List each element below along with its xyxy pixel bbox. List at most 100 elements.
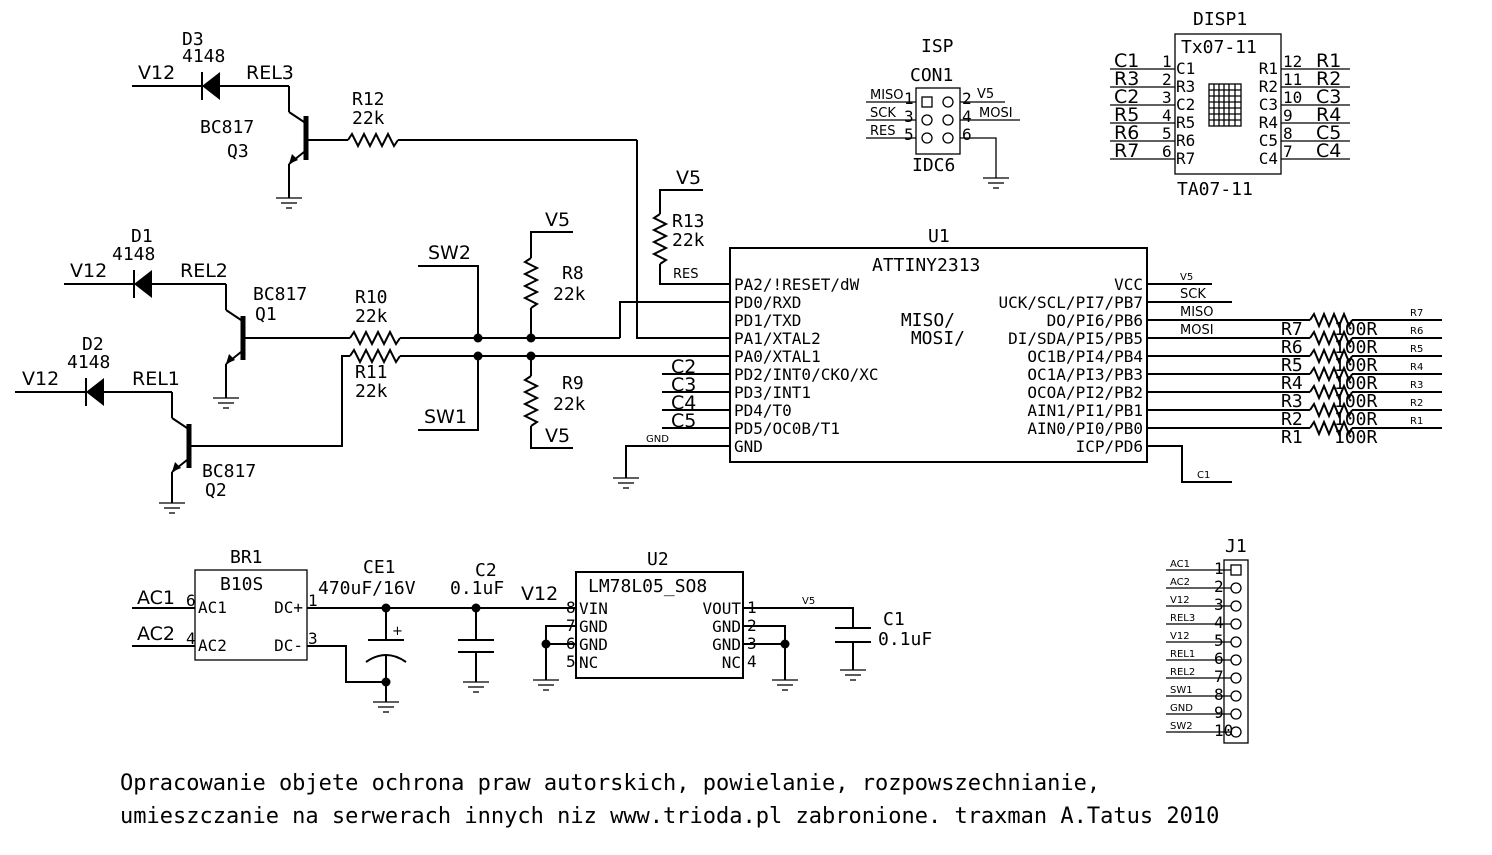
j1-net: REL2 bbox=[1170, 667, 1195, 678]
j1-net: V12 bbox=[1170, 631, 1190, 642]
u1-left-net: C5 bbox=[671, 410, 696, 432]
u1-left-net: C4 bbox=[671, 392, 696, 414]
isp-net-sck: SCK bbox=[870, 106, 896, 121]
u1-right-pin: OC1B/PI4/PB4 bbox=[1027, 347, 1143, 366]
reset-pullup: V5 R13 22k RES bbox=[651, 167, 730, 285]
q2-ref: Q2 bbox=[205, 480, 227, 501]
br1-pin-ac2: AC2 bbox=[198, 636, 227, 655]
disp-left-num: 6 bbox=[1162, 142, 1172, 161]
u1-left-pin: PA0/XTAL1 bbox=[734, 347, 821, 366]
resistor-r1 bbox=[1309, 419, 1353, 437]
isp-pin-num: 5 bbox=[904, 125, 914, 144]
u1-mosi-alt: MOSI/ bbox=[911, 328, 965, 349]
net-ac2: AC2 bbox=[137, 623, 175, 645]
disp-left-net: R6 bbox=[1114, 122, 1139, 144]
net-v5-out: V5 bbox=[802, 596, 815, 607]
q3-type: BC817 bbox=[200, 117, 254, 138]
j1-pin-num: 6 bbox=[1214, 649, 1224, 668]
resistor-r13 bbox=[651, 213, 669, 265]
con1-ref: CON1 bbox=[910, 65, 953, 86]
c1-value: 0.1uF bbox=[878, 629, 932, 650]
disp-right-pin: C5 bbox=[1259, 131, 1278, 150]
disp-left-net: C1 bbox=[1114, 50, 1139, 72]
c2-value: 0.1uF bbox=[450, 578, 504, 599]
rpack-net: R1 bbox=[1410, 416, 1423, 427]
disp-left-num: 2 bbox=[1162, 70, 1172, 89]
u1-left-pin: PA1/XTAL2 bbox=[734, 329, 821, 348]
rel2-driver: D1 4148 V12 REL2 BC817 Q1 R10 22k bbox=[64, 226, 730, 409]
u1-ref: U1 bbox=[928, 226, 950, 247]
u2-right-pin: GND bbox=[712, 635, 741, 654]
r8-value: 22k bbox=[553, 284, 586, 305]
disp-right-num: 9 bbox=[1283, 106, 1293, 125]
r10-ref: R10 bbox=[355, 287, 388, 308]
u1-right-pin: UCK/SCL/PI7/PB7 bbox=[999, 293, 1144, 312]
disp-right-num: 7 bbox=[1283, 142, 1293, 161]
d1-value: 4148 bbox=[112, 244, 155, 265]
j1-pin-num: 9 bbox=[1214, 703, 1224, 722]
br1-pin-ac1: AC1 bbox=[198, 598, 227, 617]
rpack-ref: R5 bbox=[1281, 355, 1303, 376]
j1-pin-num: 4 bbox=[1214, 613, 1224, 632]
j1-net: GND bbox=[1170, 703, 1193, 714]
resistor-r4 bbox=[1309, 365, 1353, 383]
j1-net: V12 bbox=[1170, 595, 1190, 606]
j1-pin-num: 7 bbox=[1214, 667, 1224, 686]
footer-line1: Opracowanie objete ochrona praw autorski… bbox=[120, 771, 1100, 796]
r12-value: 22k bbox=[352, 108, 385, 129]
disp-left-pin: R6 bbox=[1176, 131, 1195, 150]
disp-right-net: R1 bbox=[1316, 50, 1341, 72]
d3-value: 4148 bbox=[182, 46, 225, 67]
j1-pin-num: 10 bbox=[1214, 721, 1233, 740]
u2-ref: U2 bbox=[647, 549, 669, 570]
u1-left-pin: GND bbox=[734, 437, 763, 456]
switch-inputs: SW2 SW1 V5 R8 22k R9 22k V5 bbox=[418, 209, 586, 449]
u1-left-net: C3 bbox=[671, 374, 696, 396]
r11-ref: R11 bbox=[355, 362, 388, 383]
resistor-r3 bbox=[1309, 383, 1353, 401]
br1-part: B10S bbox=[220, 574, 263, 595]
ce1-polarity-icon: + bbox=[392, 624, 403, 639]
q3-ref: Q3 bbox=[227, 141, 249, 162]
u1-right-pin: OCOA/PI2/PB2 bbox=[1027, 383, 1143, 402]
rpack-ref: R4 bbox=[1281, 373, 1303, 394]
disp1-ref: DISP1 bbox=[1193, 9, 1247, 30]
disp-right-num: 12 bbox=[1283, 52, 1302, 71]
net-rel3: REL3 bbox=[246, 62, 294, 84]
j1-net: AC2 bbox=[1170, 577, 1190, 588]
r10-value: 22k bbox=[355, 306, 388, 327]
disp-left-num: 1 bbox=[1162, 52, 1172, 71]
u1-left-pin: PD2/INT0/CKO/XC bbox=[734, 365, 879, 384]
u1-right-pin: OC1A/PI3/PB3 bbox=[1027, 365, 1143, 384]
q1-type: BC817 bbox=[253, 284, 307, 305]
r8-ref: R8 bbox=[562, 263, 584, 284]
br1-pin-dcplus: DC+ bbox=[274, 598, 303, 617]
u1-right-pin: AIN1/PI1/PB1 bbox=[1027, 401, 1143, 420]
isp-net-res: RES bbox=[870, 124, 896, 139]
net-v12-reg: V12 bbox=[521, 583, 558, 605]
isp-mosi: MOSI bbox=[979, 106, 1013, 121]
rpack-net: R6 bbox=[1410, 326, 1423, 337]
rpack-ref: R3 bbox=[1281, 391, 1303, 412]
disp-left-pin: C1 bbox=[1176, 59, 1195, 78]
isp-title: ISP bbox=[921, 36, 954, 57]
disp-left-net: C2 bbox=[1114, 86, 1139, 108]
disp-right-net: R2 bbox=[1316, 68, 1341, 90]
u1-left-pin: PD5/OC0B/T1 bbox=[734, 419, 840, 438]
u1-right-pin: DO/PI6/PB6 bbox=[1047, 311, 1143, 330]
rpack-value: 100R bbox=[1334, 427, 1378, 448]
u1-right-net: MOSI bbox=[1180, 323, 1214, 338]
net-v12: V12 bbox=[138, 62, 175, 84]
r13-value: 22k bbox=[672, 230, 705, 251]
u1-right-pin: ICP/PD6 bbox=[1076, 437, 1143, 456]
footer-line2: umieszczanie na serwerach innych niz www… bbox=[120, 804, 1219, 829]
led-matrix-icon bbox=[1208, 83, 1242, 127]
power-supply: BR1 B10S AC1 AC2 DC+ DC- 6 4 1 3 AC1 AC2… bbox=[132, 547, 932, 713]
diode-d3-symbol bbox=[202, 72, 220, 100]
d2-value: 4148 bbox=[67, 352, 110, 373]
